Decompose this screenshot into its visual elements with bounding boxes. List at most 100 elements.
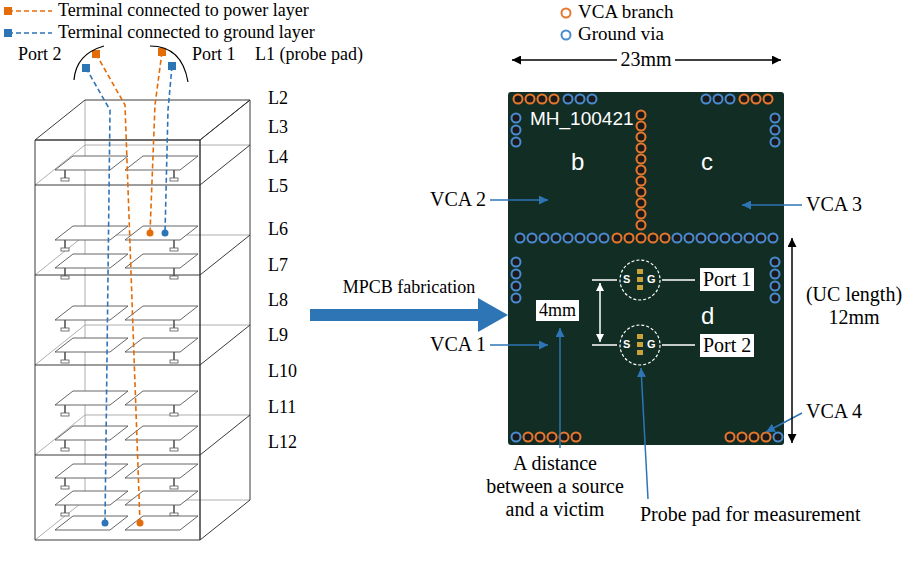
vca-branch-via — [764, 95, 773, 104]
ground-via — [714, 95, 723, 104]
vca-branch-via — [637, 221, 646, 230]
layer-boundary — [35, 325, 250, 365]
legend-line — [8, 10, 52, 12]
board-marking: c — [701, 148, 713, 176]
layer-label: L7 — [268, 255, 288, 276]
annotation-label: Probe pad for measurement — [640, 503, 860, 526]
ground-via — [721, 234, 730, 243]
ground-via — [512, 258, 521, 267]
ground-via — [552, 234, 561, 243]
annotation-label: 4mm — [536, 300, 579, 321]
layer-boundary — [35, 415, 250, 455]
annotation-label: G — [647, 273, 656, 286]
layer-boundary — [35, 235, 250, 275]
annotation-label: A distance between a source and a victim — [480, 452, 630, 521]
conductor-plate — [125, 464, 198, 478]
vca-branch-via — [637, 210, 646, 219]
legend-square — [4, 7, 12, 15]
via-pad — [61, 513, 69, 516]
leader-line — [742, 204, 802, 206]
annotation-label: 23mm — [617, 48, 674, 71]
via-pad — [170, 486, 178, 489]
stack-front — [35, 140, 200, 540]
via-pad — [170, 248, 178, 251]
board-photo — [508, 92, 784, 445]
board-marking: b — [571, 148, 584, 176]
legend-ring — [562, 9, 571, 18]
probe-pad — [637, 334, 643, 339]
ground-via — [769, 234, 778, 243]
conductor-plate — [55, 226, 128, 240]
vca-branch-via — [637, 188, 646, 197]
legend-sample — [4, 7, 52, 15]
via-pad — [61, 248, 69, 251]
annotation-label: VCA 4 — [806, 400, 862, 423]
vca-branch-via — [637, 133, 646, 142]
conductor-plate — [125, 306, 198, 320]
layer-boundary — [35, 325, 250, 365]
terminal-square — [82, 64, 90, 72]
terminal-dot — [102, 520, 109, 527]
probe-pad — [637, 350, 643, 355]
probe-pad — [637, 342, 643, 347]
terminal-dot — [137, 520, 144, 527]
leader-line — [490, 199, 548, 201]
ground-via — [685, 234, 694, 243]
annotation-label: S — [623, 338, 630, 351]
terminal-square — [92, 50, 100, 58]
board-marking: MH_100421 — [530, 108, 634, 130]
ground-via — [512, 126, 521, 135]
annotation-label: VCA 3 — [806, 193, 862, 216]
port-bracket — [150, 46, 188, 82]
ground-via — [588, 95, 597, 104]
vca-branch-via — [752, 95, 761, 104]
annotation-label: Port 1 — [192, 44, 236, 65]
ground-via — [512, 138, 521, 147]
ground-via — [564, 234, 573, 243]
ground-via — [512, 114, 521, 123]
ground-via — [588, 234, 597, 243]
vca-branch-via — [625, 234, 634, 243]
vca-branch-via — [637, 122, 646, 131]
layer-boundary — [35, 415, 250, 455]
probe-outline — [620, 325, 660, 365]
conductor-plate — [125, 491, 198, 505]
ground-via — [757, 234, 766, 243]
via-pad — [61, 360, 69, 363]
vca-branch-via — [649, 234, 658, 243]
conductor-plate — [125, 338, 198, 352]
ground-via — [516, 234, 525, 243]
stack-side — [200, 100, 250, 540]
legend-text: VCA branch — [578, 1, 674, 23]
layer-stack-node: L2L3L4L5L6L7L8L9L10L11L12 — [30, 88, 310, 546]
ground-via — [733, 234, 742, 243]
layer-boundary — [35, 145, 250, 185]
port-bracket — [74, 46, 104, 80]
via-pad — [61, 486, 69, 489]
leader-line — [791, 238, 793, 443]
layer-label: L2 — [268, 88, 288, 109]
via-pad — [61, 276, 69, 279]
conductor-plate — [125, 516, 198, 530]
vca-branch-via — [637, 177, 646, 186]
ground-via — [771, 138, 780, 147]
ground-via — [512, 270, 521, 279]
ground-via — [771, 294, 780, 303]
layer-label: L6 — [268, 219, 288, 240]
vca-branch-via — [560, 433, 569, 442]
via-pad — [170, 178, 178, 181]
probe-pad — [637, 285, 643, 290]
vca-branch-via — [637, 166, 646, 175]
terminal-wire — [150, 52, 162, 233]
ground-via — [745, 234, 754, 243]
layer-boundary — [35, 235, 250, 275]
vca-branch-via — [637, 155, 646, 164]
ground-via — [771, 270, 780, 279]
layer-label: L5 — [268, 176, 288, 197]
vca-branch-via — [514, 95, 523, 104]
layer-stack — [35, 46, 250, 540]
ground-via — [709, 234, 718, 243]
conductor-plate — [55, 391, 128, 405]
vca-branch-via — [740, 95, 749, 104]
